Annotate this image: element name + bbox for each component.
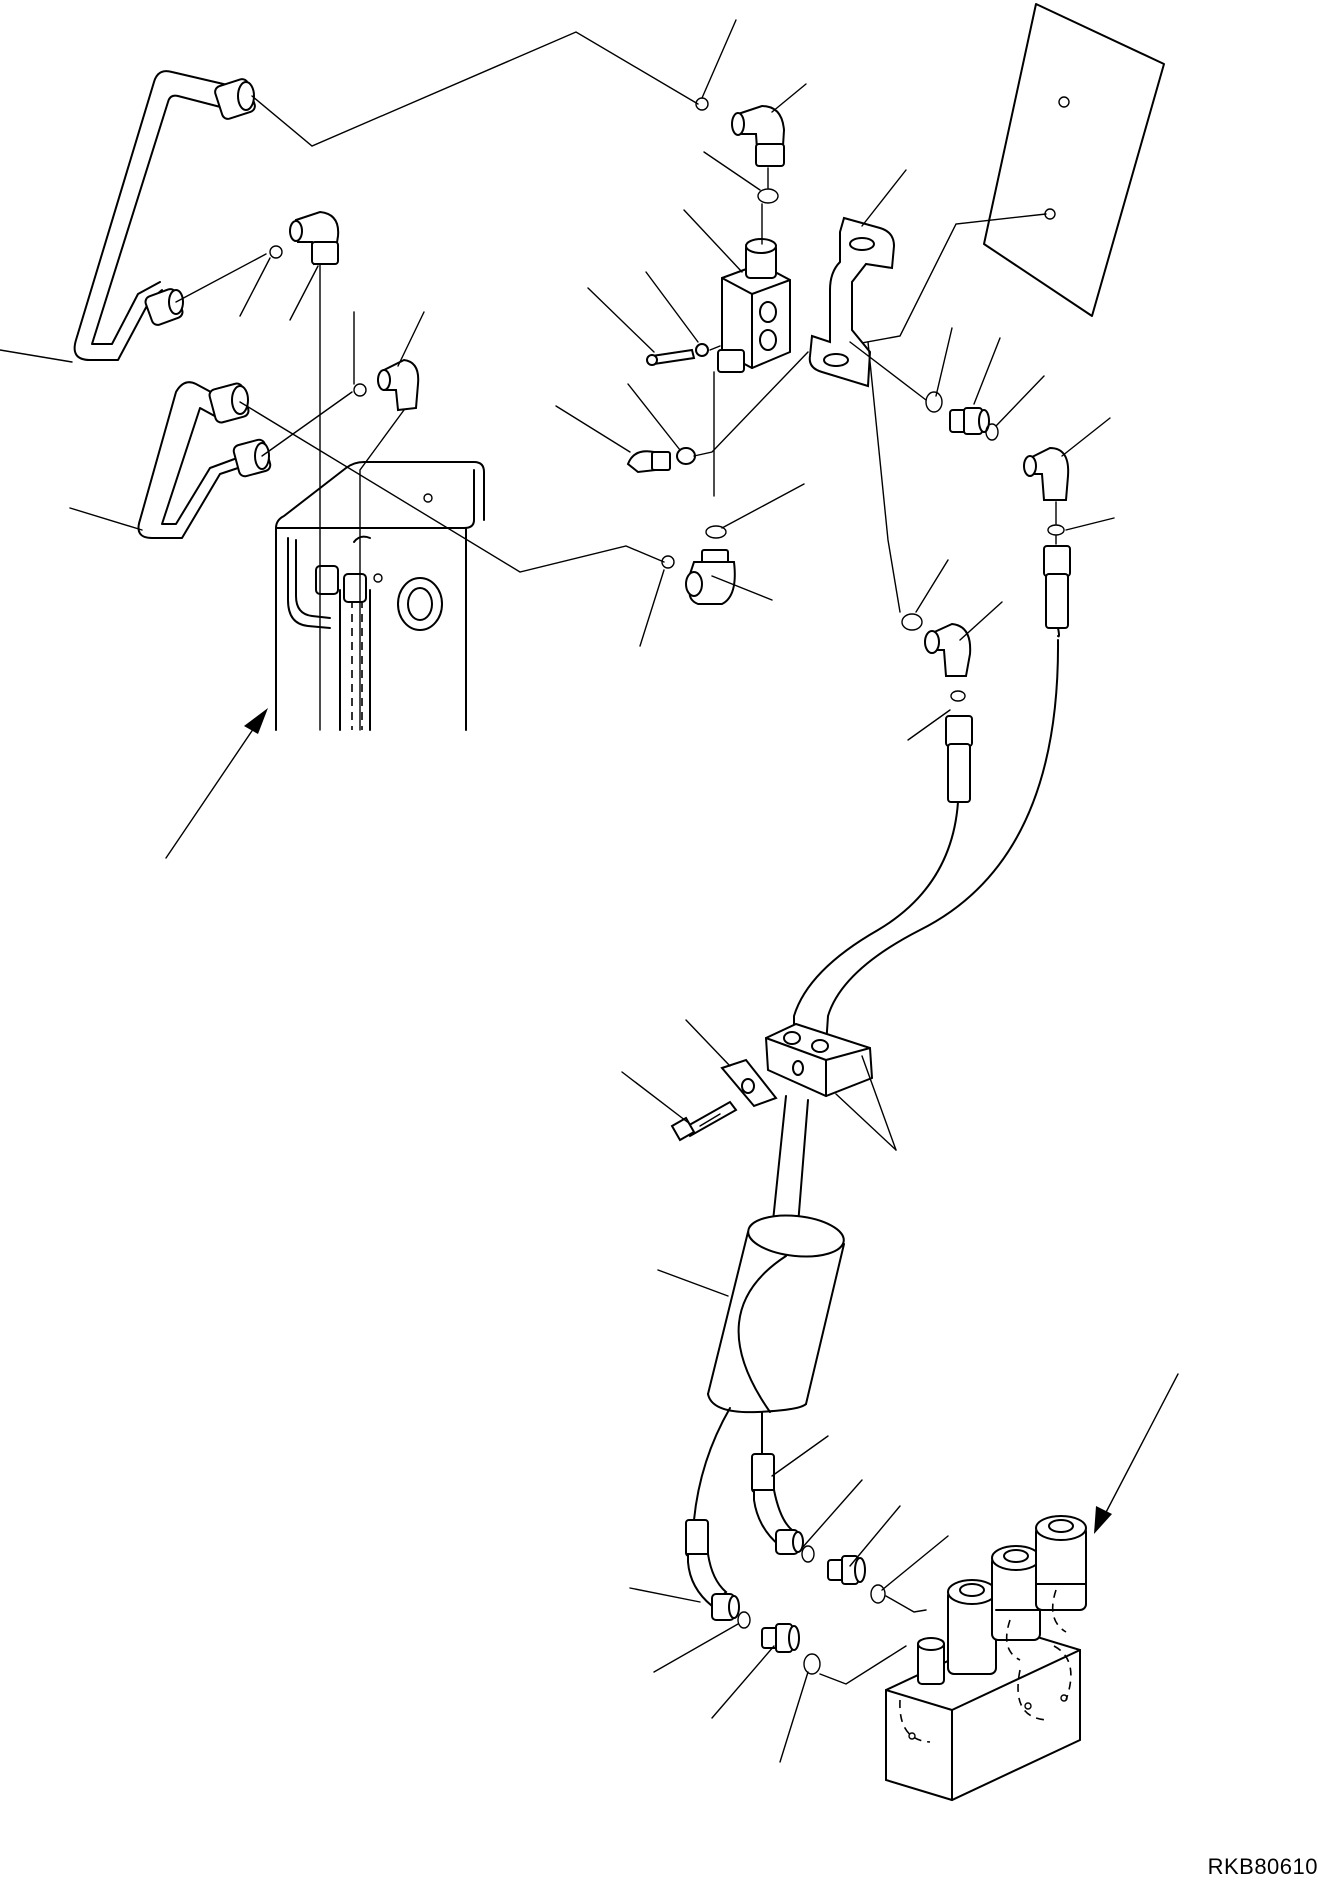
nut: [711, 1593, 740, 1621]
leader-line: [359, 409, 405, 731]
hose-end: [1043, 545, 1071, 638]
leader-line: [819, 1645, 907, 1685]
leader-line: [699, 1113, 721, 1127]
steel-pipe-lower: [137, 381, 272, 539]
hose-protector-sleeve: [707, 1214, 845, 1414]
callout-leaders: [0, 19, 1115, 1763]
bracket: [808, 216, 896, 388]
elbow-fitting: [1023, 446, 1070, 501]
solenoid-valve-assembly: [885, 1515, 1087, 1802]
hose-end: [945, 715, 973, 803]
o-ring: [950, 690, 966, 702]
pipe-nut: [144, 288, 184, 326]
leader-line: [849, 341, 927, 401]
o-ring: [925, 391, 943, 413]
connector: [761, 1623, 800, 1653]
nut: [775, 1529, 804, 1555]
o-ring: [269, 245, 283, 259]
elbow-fitting: [289, 210, 340, 266]
o-ring: [1047, 524, 1065, 536]
leader-line: [761, 167, 769, 245]
o-ring: [661, 555, 675, 569]
hose: [793, 639, 1060, 1047]
elbow-fitting: [685, 549, 736, 605]
steel-pipe-upper: [73, 70, 256, 361]
o-ring: [870, 1584, 886, 1604]
leader-line: [885, 1595, 927, 1613]
o-ring: [801, 1545, 815, 1563]
arrow-icon: [165, 708, 268, 859]
clamp-plate: [720, 1058, 778, 1108]
connector: [827, 1555, 866, 1585]
o-ring: [353, 383, 367, 397]
leader-line: [261, 391, 353, 457]
leader-line: [709, 345, 721, 351]
bolt: [626, 450, 671, 474]
o-ring: [705, 525, 727, 539]
connector: [949, 407, 990, 435]
bolt: [646, 348, 696, 366]
leader-line: [239, 401, 665, 573]
hose-fitting: [315, 535, 371, 603]
leader-line: [251, 31, 699, 147]
pipe-nut: [214, 78, 256, 120]
arrow-icon: [1094, 1373, 1179, 1534]
elbow-fitting: [924, 622, 972, 677]
pipe-nut: [232, 438, 272, 478]
o-ring: [901, 613, 923, 631]
valve-block: [717, 238, 791, 373]
hose-clamp: [764, 1022, 874, 1098]
hose: [693, 1407, 731, 1521]
mounting-plate: [983, 3, 1165, 317]
leader-line: [175, 253, 267, 303]
drawing-code: RKB80610: [1207, 1854, 1318, 1879]
leader-line: [693, 351, 809, 457]
elbow-fitting: [731, 104, 786, 167]
elbow-fitting: [377, 358, 420, 412]
o-ring: [737, 1611, 751, 1629]
o-ring: [757, 188, 779, 204]
o-ring: [985, 423, 999, 441]
o-ring: [803, 1653, 821, 1675]
bolt: [670, 1100, 738, 1142]
column-housing: [275, 461, 485, 731]
pipe-nut: [208, 382, 250, 424]
leader-line: [867, 341, 901, 613]
lock-washer: [695, 343, 709, 357]
